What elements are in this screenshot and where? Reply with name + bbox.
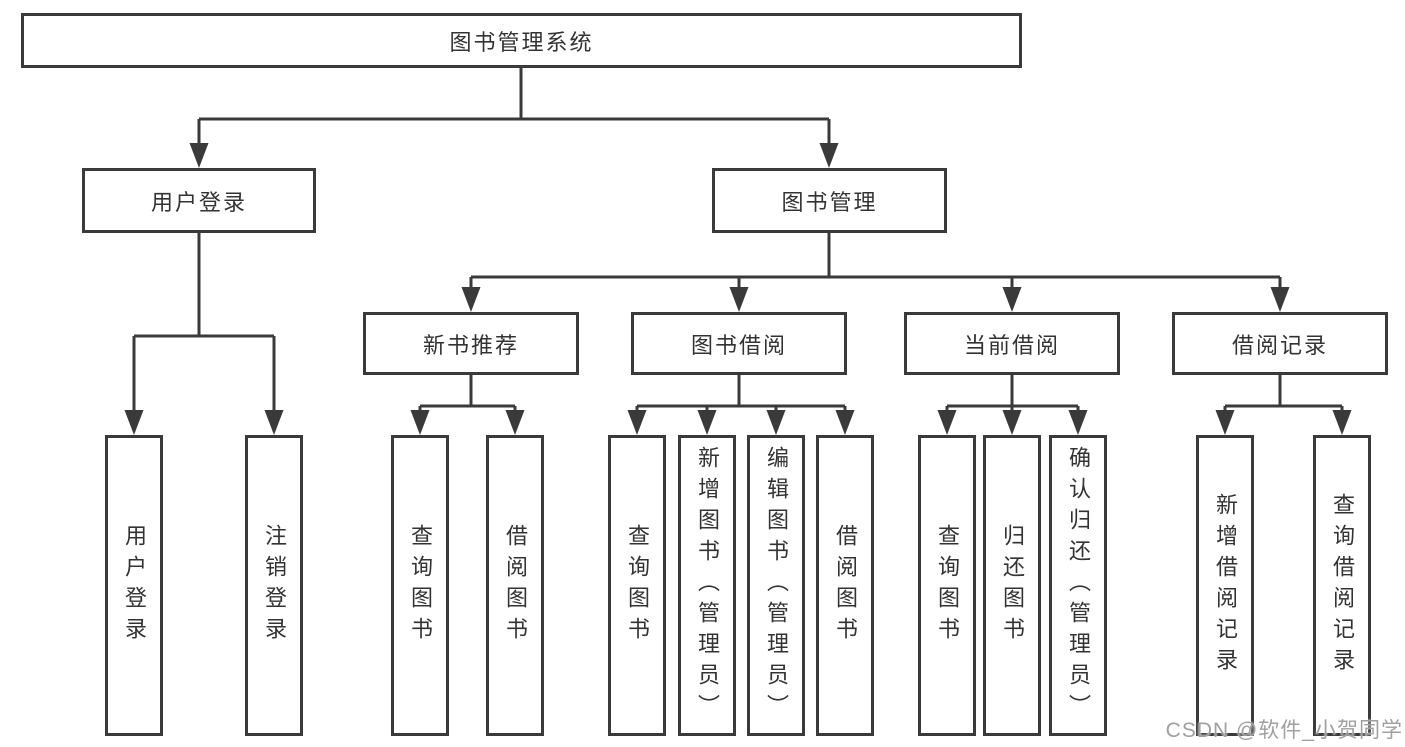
- leaf-borrow-books-2: 借阅图书: [816, 435, 874, 736]
- leaf-borrow-books-1: 借阅图书: [486, 435, 544, 736]
- leaf-query-books-2: 查询图书: [608, 435, 666, 736]
- connector-root-to-level1: [189, 68, 839, 168]
- leaf-user-login: 用户登录: [105, 435, 163, 736]
- leaf-add-books-admin: 新增图书（管理员）: [678, 435, 736, 736]
- leaf-add-borrow-record: 新增借阅记录: [1196, 435, 1254, 736]
- leaf-query-borrow-record: 查询借阅记录: [1313, 435, 1371, 736]
- connector-book-management-children: [461, 233, 1290, 312]
- node-current-borrow: 当前借阅: [904, 312, 1120, 375]
- node-book-management: 图书管理: [712, 168, 947, 233]
- node-book-borrow: 图书借阅: [631, 312, 847, 375]
- connector-new-book-recommend-children: [410, 375, 525, 435]
- connector-current-borrow-children: [937, 375, 1088, 435]
- node-new-book-recommend: 新书推荐: [363, 312, 579, 375]
- node-user-login: 用户登录: [82, 168, 316, 233]
- leaf-return-books: 归还图书: [983, 435, 1041, 736]
- connector-book-borrow-children: [627, 375, 855, 435]
- node-borrow-records: 借阅记录: [1172, 312, 1388, 375]
- leaf-logout: 注销登录: [245, 435, 303, 736]
- leaf-edit-books-admin: 编辑图书（管理员）: [747, 435, 805, 736]
- connector-borrow-records-children: [1215, 375, 1352, 435]
- connector-user-login-children: [124, 233, 284, 435]
- leaf-confirm-return-admin: 确认归还（管理员）: [1049, 435, 1107, 736]
- watermark: CSDN @软件_小贺同学: [1165, 719, 1403, 742]
- node-root: 图书管理系统: [21, 13, 1022, 68]
- leaf-query-books-1: 查询图书: [391, 435, 449, 736]
- leaf-query-books-3: 查询图书: [918, 435, 976, 736]
